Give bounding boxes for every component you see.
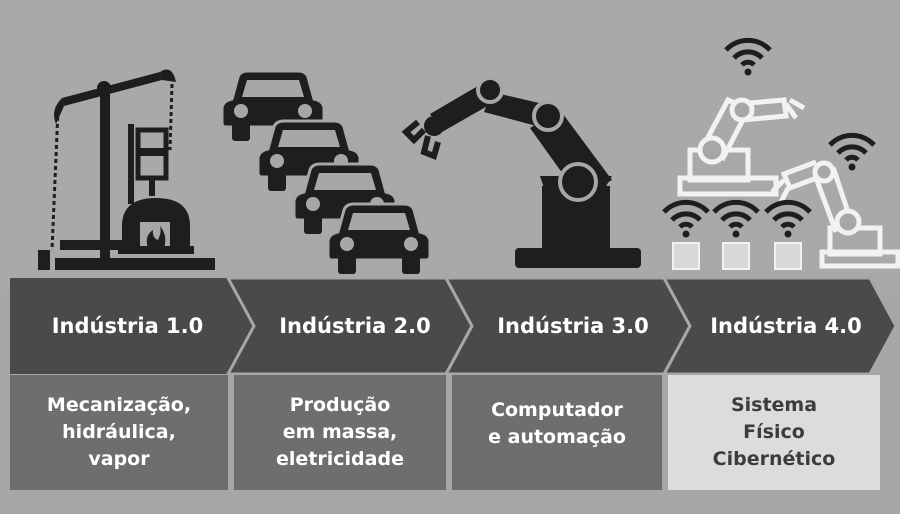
stage-4-description-line: Sistema xyxy=(730,394,818,416)
stage-4-description-line: Físico xyxy=(743,421,805,443)
stage-2-title: Indústria 2.0 xyxy=(279,314,431,338)
stage-2-description: Produção em massa, eletricidade xyxy=(234,375,446,490)
stage-4-title: Indústria 4.0 xyxy=(710,314,862,338)
stage-3-description-line: e automação xyxy=(488,426,626,448)
stage-1-title: Indústria 1.0 xyxy=(51,314,204,338)
arrow-stage-1 xyxy=(10,278,254,374)
stage-3-title: Indústria 3.0 xyxy=(497,314,649,338)
arrow-stage-4 xyxy=(661,276,898,376)
stage-2-description-line: Produção xyxy=(289,394,391,416)
stage-3-description: Computador e automação xyxy=(452,375,662,490)
stage-2-description-line: eletricidade xyxy=(276,448,404,470)
connected-robots-icon xyxy=(664,40,900,270)
stage-2-description-line: em massa, xyxy=(282,421,398,443)
stage-1-description-line: vapor xyxy=(88,448,150,470)
stage-4-description: Sistema Físico Cibernético xyxy=(668,375,880,490)
robot-arm-icon xyxy=(401,76,641,268)
steam-engine-icon xyxy=(38,69,215,270)
stage-1-description-line: Mecanização, xyxy=(46,394,192,416)
stage-1-description-line: hidráulica, xyxy=(62,421,176,443)
stage-3-description-line: Computador xyxy=(491,399,623,421)
stage-4-description-line: Cibernético xyxy=(712,448,836,470)
stage-1-description: Mecanização, hidráulica, vapor xyxy=(10,375,228,490)
